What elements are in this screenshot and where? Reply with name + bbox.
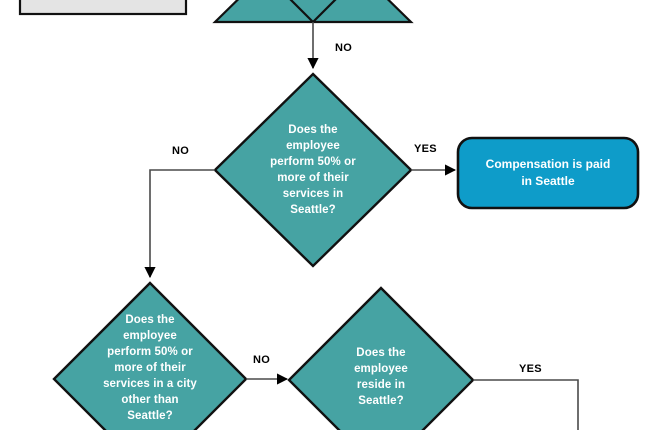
- connector-services-no: [144, 169, 215, 279]
- edge-label-services-no: NO: [172, 145, 190, 157]
- decision-services-other-city-shape[interactable]: [52, 281, 248, 430]
- edge-label-other-city-no: NO: [253, 354, 271, 366]
- process-paid-seattle-shape[interactable]: [456, 136, 640, 210]
- decision-services-seattle-shape[interactable]: [213, 72, 413, 268]
- connector-reside-yes: [473, 379, 579, 430]
- decision-reside-seattle-shape[interactable]: [287, 286, 475, 430]
- legend-box: [18, 0, 188, 16]
- edge-label-reside-yes: YES: [519, 363, 542, 375]
- decision-top-partial-visible: [289, 0, 337, 24]
- edge-label-services-yes: YES: [414, 143, 437, 155]
- edge-label-top-no: NO: [335, 42, 353, 54]
